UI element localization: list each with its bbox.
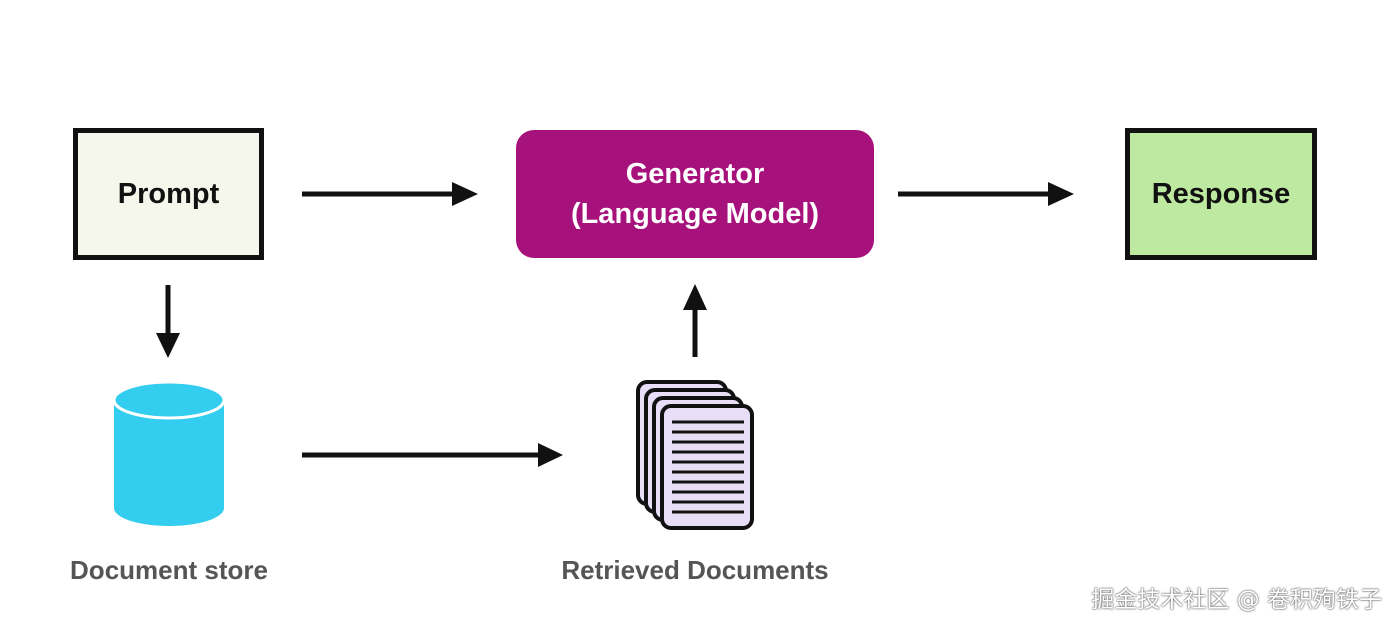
prompt-label: Prompt (117, 177, 220, 210)
document-store-label: Document store (70, 555, 268, 585)
generator-node: Generator (Language Model) (516, 130, 874, 258)
response-label: Response (1151, 177, 1291, 210)
arrow-prompt-to-generator (302, 182, 478, 206)
generator-title: Generator (625, 158, 765, 190)
database-cylinder-icon (112, 380, 226, 526)
generator-subtitle: (Language Model) (570, 198, 820, 230)
document-stack-icon (636, 380, 754, 530)
arrow-prompt-to-document-store (156, 285, 180, 358)
watermark-text: 掘金技术社区 @ 卷积殉铁子 (1091, 587, 1382, 613)
arrow-retrieved-to-generator (683, 284, 707, 357)
arrow-store-to-retrieved (302, 443, 563, 467)
response-node: Response (1125, 128, 1317, 260)
retrieved-documents-label: Retrieved Documents (561, 555, 829, 585)
arrow-generator-to-response (898, 182, 1074, 206)
prompt-node: Prompt (73, 128, 264, 260)
